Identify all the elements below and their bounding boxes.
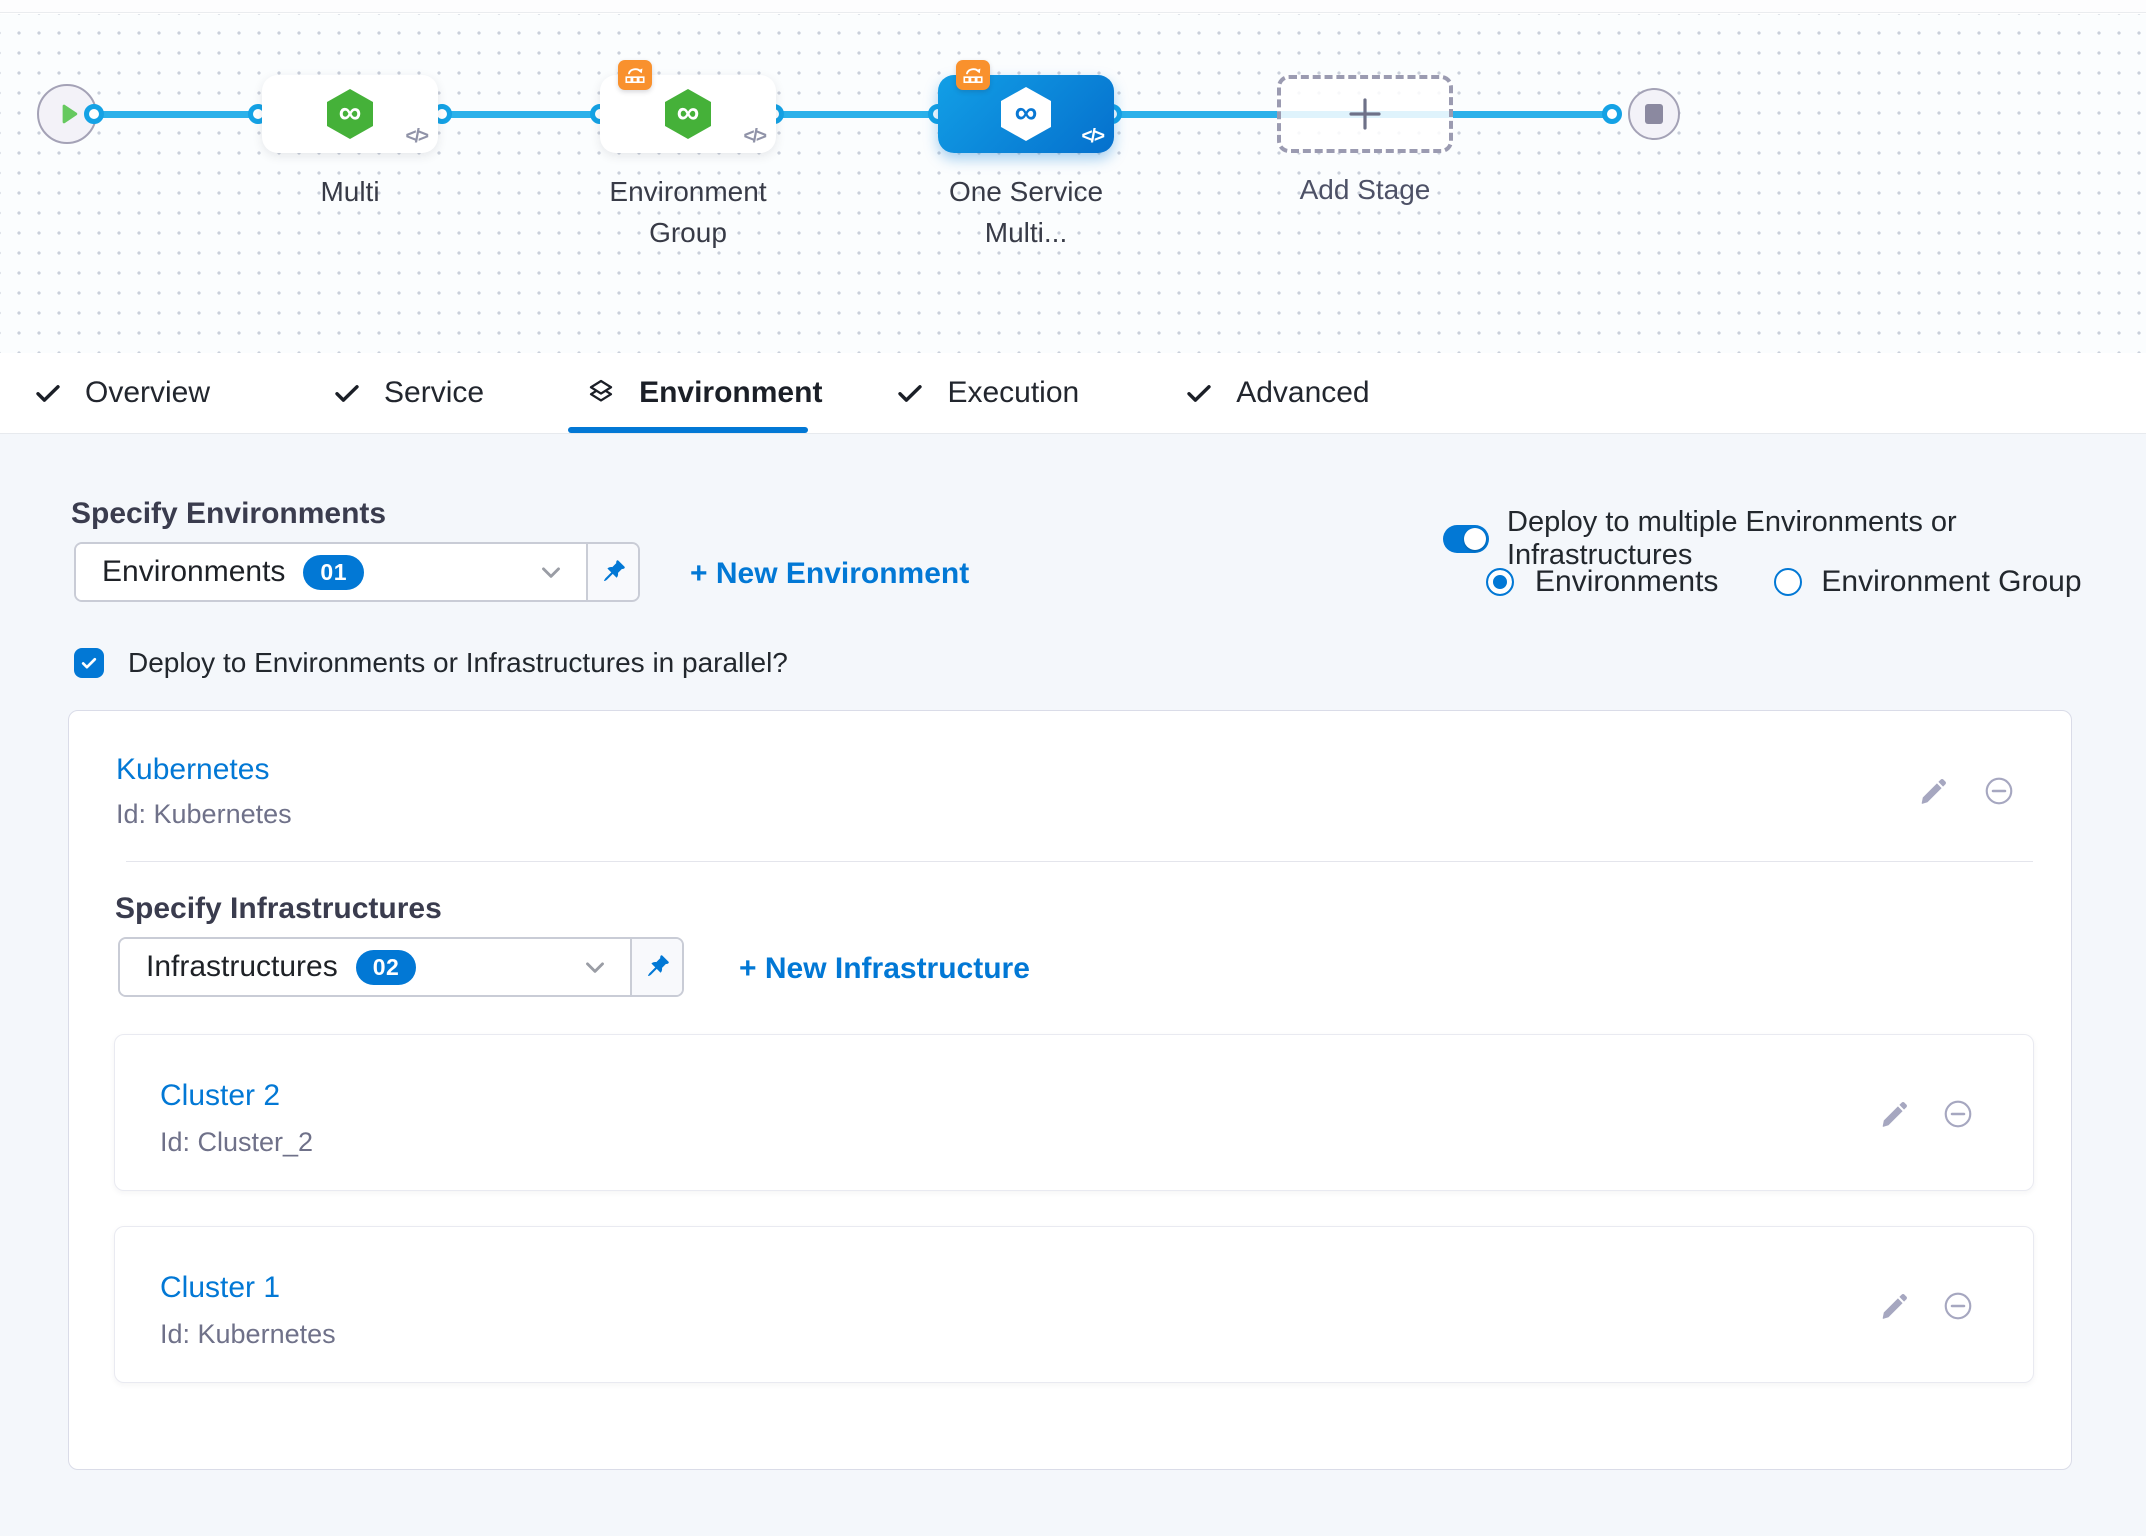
infinity-icon: ∞ bbox=[1014, 94, 1038, 130]
card-divider bbox=[126, 861, 2033, 862]
check-icon bbox=[1184, 378, 1214, 408]
plus-icon bbox=[1343, 92, 1387, 136]
radio-environments-label: Environments bbox=[1535, 565, 1719, 598]
stage-label-add-stage: Add Stage bbox=[1299, 174, 1431, 205]
tab-label: Advanced bbox=[1236, 376, 1370, 409]
environment-card: Kubernetes Id: Kubernetes Specify Infras… bbox=[68, 710, 2072, 1470]
infinity-icon: ∞ bbox=[676, 94, 700, 130]
stage-node-one-service-multi[interactable]: ∞ </> bbox=[938, 60, 1114, 153]
toggle-knob bbox=[1464, 528, 1486, 550]
specify-infrastructures-label: Specify Infrastructures bbox=[115, 892, 442, 925]
environment-tab-content: Specify Environments Environments 01 + N… bbox=[0, 434, 2146, 1536]
infinity-icon: ∞ bbox=[338, 94, 362, 130]
radio-environment-group[interactable] bbox=[1774, 568, 1803, 596]
tab-overview[interactable]: Overview bbox=[33, 376, 210, 410]
pipeline-canvas: ∞ </> Multi ∞ </> Environment Group bbox=[0, 14, 2146, 353]
stage-node-environment-group[interactable]: ∞ </> bbox=[600, 60, 776, 153]
pin-icon bbox=[599, 558, 627, 586]
multi-deploy-badge-icon bbox=[618, 60, 652, 90]
check-icon bbox=[33, 378, 63, 408]
tab-label: Execution bbox=[947, 376, 1080, 409]
infrastructure-card-cluster-1: Cluster 1 Id: Kubernetes bbox=[114, 1226, 2034, 1383]
minus-circle-icon bbox=[1983, 775, 2015, 807]
stage-node-multi[interactable]: ∞ </> bbox=[262, 75, 438, 153]
radio-environment-group-label: Environment Group bbox=[1821, 565, 2082, 598]
chevron-down-icon bbox=[536, 557, 566, 587]
infrastructure-id-text: Id: Cluster_2 bbox=[160, 1127, 314, 1157]
count-badge: 01 bbox=[303, 554, 365, 590]
service-hexagon-icon: ∞ bbox=[665, 89, 711, 139]
infrastructure-card-cluster-2: Cluster 2 Id: Cluster_2 bbox=[114, 1034, 2034, 1191]
chevron-down-icon bbox=[580, 952, 610, 982]
infrastructure-name-link[interactable]: Cluster 1 bbox=[160, 1271, 281, 1304]
code-yaml-icon: </> bbox=[743, 126, 768, 147]
radio-environments[interactable] bbox=[1486, 568, 1514, 596]
dropdown-label: Environments bbox=[102, 555, 286, 588]
edit-infrastructure-button[interactable] bbox=[1879, 1290, 1911, 1322]
tab-service[interactable]: Service bbox=[332, 376, 484, 410]
parallel-deploy-checkbox[interactable] bbox=[74, 648, 104, 678]
pencil-icon bbox=[1879, 1290, 1911, 1322]
environments-dropdown[interactable]: Environments 01 bbox=[76, 544, 587, 600]
infrastructure-name-link[interactable]: Cluster 2 bbox=[160, 1079, 281, 1112]
service-hexagon-icon: ∞ bbox=[327, 89, 373, 139]
minus-circle-icon bbox=[1942, 1098, 1974, 1130]
pipeline-connector-line bbox=[94, 111, 1612, 118]
remove-infrastructure-button[interactable] bbox=[1942, 1290, 1974, 1322]
layers-icon bbox=[585, 377, 617, 409]
pin-button[interactable] bbox=[630, 939, 682, 995]
infrastructures-dropdown-group: Infrastructures 02 bbox=[118, 937, 684, 997]
pipeline-end-node[interactable] bbox=[1628, 88, 1680, 140]
pencil-icon bbox=[1918, 775, 1950, 807]
pin-icon bbox=[643, 953, 671, 981]
connector-point bbox=[1602, 104, 1622, 124]
remove-infrastructure-button[interactable] bbox=[1942, 1098, 1974, 1130]
deploy-multiple-toggle-label: Deploy to multiple Environments or Infra… bbox=[1507, 506, 1957, 571]
play-icon bbox=[52, 99, 82, 129]
top-strip bbox=[0, 0, 2146, 13]
minus-circle-icon bbox=[1942, 1290, 1974, 1322]
edit-infrastructure-button[interactable] bbox=[1879, 1098, 1911, 1130]
check-icon bbox=[895, 378, 925, 408]
check-icon bbox=[332, 378, 362, 408]
code-yaml-icon: </> bbox=[1081, 126, 1106, 147]
new-environment-link[interactable]: + New Environment bbox=[690, 557, 970, 590]
connector-point bbox=[84, 104, 104, 124]
count-badge: 02 bbox=[355, 949, 417, 985]
stage-label-one-service-multi: One Service Multi... bbox=[948, 176, 1104, 248]
code-yaml-icon: </> bbox=[405, 126, 430, 147]
stage-label-multi: Multi bbox=[320, 176, 380, 207]
environment-id-text: Id: Kubernetes bbox=[116, 799, 292, 829]
environment-type-radio-group: Environments Environment Group bbox=[1486, 565, 2082, 599]
tab-execution[interactable]: Execution bbox=[895, 376, 1079, 410]
deploy-multiple-toggle-row: Deploy to multiple Environments or Infra… bbox=[1443, 506, 2146, 572]
tab-label: Environment bbox=[639, 376, 823, 409]
stop-icon bbox=[1645, 104, 1663, 124]
new-infrastructure-link[interactable]: + New Infrastructure bbox=[739, 952, 1030, 985]
specify-environments-label: Specify Environments bbox=[71, 497, 387, 530]
parallel-deploy-row: Deploy to Environments or Infrastructure… bbox=[74, 647, 788, 679]
stage-tabbar: Overview Service Environment Execution A… bbox=[0, 353, 2146, 434]
pencil-icon bbox=[1879, 1098, 1911, 1130]
tab-environment[interactable]: Environment bbox=[585, 376, 822, 410]
tab-label: Overview bbox=[85, 376, 211, 409]
multi-deploy-badge-icon bbox=[956, 60, 990, 90]
pin-button[interactable] bbox=[586, 544, 638, 600]
parallel-deploy-label: Deploy to Environments or Infrastructure… bbox=[128, 647, 788, 678]
infrastructures-dropdown[interactable]: Infrastructures 02 bbox=[120, 939, 631, 995]
dropdown-label: Infrastructures bbox=[146, 950, 338, 983]
add-stage-button[interactable] bbox=[1277, 75, 1453, 153]
tab-advanced[interactable]: Advanced bbox=[1184, 376, 1370, 410]
environments-dropdown-group: Environments 01 bbox=[74, 542, 640, 602]
deploy-multiple-toggle[interactable] bbox=[1443, 525, 1489, 553]
stage-label-environment-group: Environment Group bbox=[609, 176, 767, 248]
environment-name-link[interactable]: Kubernetes bbox=[116, 753, 270, 786]
remove-environment-button[interactable] bbox=[1983, 775, 2015, 807]
tab-label: Service bbox=[384, 376, 485, 409]
infrastructure-id-text: Id: Kubernetes bbox=[160, 1319, 336, 1349]
pipeline-start-node[interactable] bbox=[37, 84, 97, 144]
active-tab-underline bbox=[568, 427, 808, 433]
service-hexagon-icon: ∞ bbox=[1001, 87, 1051, 141]
edit-environment-button[interactable] bbox=[1918, 775, 1950, 807]
